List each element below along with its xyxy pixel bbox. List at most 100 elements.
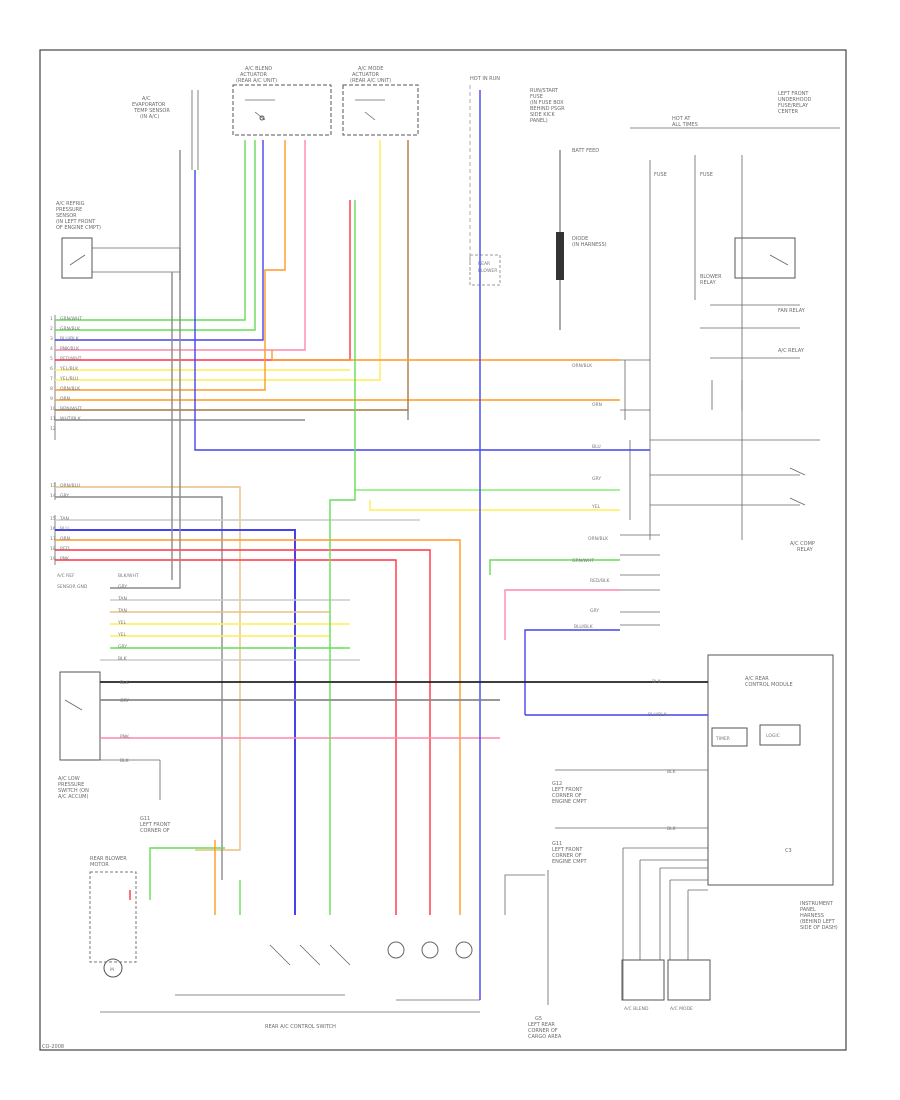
svg-text:GRY: GRY (120, 698, 129, 704)
svg-text:YEL: YEL (117, 620, 127, 626)
svg-text:TAN: TAN (117, 596, 127, 602)
svg-text:TAN: TAN (59, 516, 69, 522)
svg-text:GRY: GRY (590, 608, 599, 614)
wire-green (489, 559, 620, 575)
svg-text:CENTER: CENTER (778, 109, 799, 115)
svg-text:17: 17 (50, 536, 56, 542)
wire-labels: GRN/WHT GRN/BLK BLU/BLK PNK/BLK RED/WHT … (57, 316, 677, 832)
svg-text:BEHIND PSGR: BEHIND PSGR (530, 106, 565, 112)
wire-red (55, 559, 397, 915)
svg-text:FUSE: FUSE (530, 94, 543, 100)
wire-green (329, 200, 356, 915)
wire-green (55, 140, 256, 331)
svg-text:PANEL): PANEL) (530, 118, 548, 124)
svg-text:YEL: YEL (117, 632, 127, 638)
wire-set (55, 90, 708, 1000)
svg-text:REAR BLOWER: REAR BLOWER (90, 856, 127, 862)
svg-text:BLK/WHT: BLK/WHT (118, 573, 139, 579)
svg-text:HOT IN RUN: HOT IN RUN (470, 76, 500, 82)
left-lower-switch: A/C LOW PRESSURE SWITCH (ON A/C ACCUM) G… (58, 671, 708, 834)
svg-text:FUSE/RELAY: FUSE/RELAY (778, 103, 809, 109)
ground-notes: G12 LEFT FRONT CORNER OF ENGINE CMPT G11… (552, 769, 711, 1012)
right-module: A/C REAR CONTROL MODULE TIMER LOGIC C3 I… (707, 654, 838, 931)
svg-text:HARNESS: HARNESS (800, 913, 824, 919)
svg-text:BLU/BLK: BLU/BLK (574, 624, 594, 630)
svg-text:15: 15 (50, 516, 56, 522)
svg-text:PNK: PNK (120, 734, 130, 740)
svg-text:PANEL: PANEL (800, 907, 816, 913)
svg-text:BLU/BLK: BLU/BLK (60, 336, 80, 342)
svg-text:BLK: BLK (667, 826, 677, 832)
svg-text:6: 6 (50, 366, 53, 372)
svg-text:ORN: ORN (592, 402, 602, 408)
svg-text:REAR: REAR (478, 261, 490, 267)
svg-text:TIMER: TIMER (715, 736, 730, 742)
wire-pink (504, 589, 620, 640)
wire-red (55, 200, 351, 361)
svg-text:BLK: BLK (652, 679, 662, 685)
svg-text:BLOWER: BLOWER (700, 274, 722, 280)
left-sensor: A/C REFRIG PRESSURE SENSOR (IN LEFT FRON… (56, 201, 180, 279)
svg-text:BRN/WHT: BRN/WHT (60, 406, 82, 412)
svg-text:RELAY: RELAY (797, 547, 814, 553)
svg-text:16: 16 (50, 526, 56, 532)
svg-text:ORN/BLK: ORN/BLK (572, 363, 593, 369)
top-left-connector: A/C EVAPORATOR TEMP SENSOR (IN A/C) (132, 90, 199, 170)
svg-text:A/C REAR: A/C REAR (745, 676, 769, 682)
svg-text:HOT AT: HOT AT (672, 116, 691, 122)
wire-blue (55, 529, 296, 915)
svg-text:BLOWER: BLOWER (478, 268, 497, 274)
svg-text:A/C MODE: A/C MODE (670, 1006, 693, 1012)
svg-text:RED/BLK: RED/BLK (590, 578, 611, 584)
svg-text:(IN A/C): (IN A/C) (140, 114, 159, 120)
fuse-notes: RUN/START FUSE (IN FUSE BOX BEHIND PSGR … (530, 88, 565, 124)
svg-text:CO-2008: CO-2008 (42, 1044, 64, 1050)
svg-text:CARGO AREA: CARGO AREA (528, 1034, 562, 1040)
svg-text:ENGINE CMPT: ENGINE CMPT (552, 799, 588, 805)
svg-text:LEFT FRONT: LEFT FRONT (552, 847, 583, 853)
wire-yellow (369, 500, 620, 511)
svg-text:ACTUATOR: ACTUATOR (240, 72, 268, 78)
svg-text:CORNER OF: CORNER OF (552, 793, 582, 799)
svg-text:PNK: PNK (60, 556, 70, 562)
svg-text:3: 3 (50, 336, 53, 342)
svg-text:A/C MODE: A/C MODE (358, 66, 383, 72)
svg-text:18: 18 (50, 546, 56, 552)
svg-text:ORN: ORN (60, 396, 70, 402)
svg-text:11: 11 (50, 416, 56, 422)
svg-text:PRESSURE: PRESSURE (58, 782, 84, 788)
svg-text:RELAY: RELAY (700, 280, 717, 286)
blower-resistor: BATT FEED DIODE (IN HARNESS) (556, 148, 607, 330)
svg-text:14: 14 (50, 493, 56, 499)
svg-text:A/C LOW: A/C LOW (58, 776, 80, 782)
bottom-components: M REAR BLOWER MOTOR REAR A/C CONTROL SWI… (42, 856, 562, 1050)
svg-text:BLK: BLK (120, 680, 130, 686)
svg-text:SENSOR: SENSOR (56, 213, 77, 219)
svg-text:PNK/BLK: PNK/BLK (60, 346, 80, 352)
svg-text:A/C REF: A/C REF (57, 573, 75, 579)
svg-text:SENSOR GND: SENSOR GND (57, 584, 88, 590)
svg-text:CORNER OF: CORNER OF (552, 853, 582, 859)
wire-blue (524, 629, 620, 715)
svg-text:GRN/WHT: GRN/WHT (60, 316, 82, 322)
svg-text:ORN/BLK: ORN/BLK (588, 536, 609, 542)
svg-text:YEL/BLK: YEL/BLK (59, 366, 79, 372)
svg-text:12: 12 (50, 426, 56, 432)
svg-text:BLU: BLU (592, 444, 601, 450)
svg-text:RED: RED (60, 546, 70, 552)
svg-text:G11: G11 (140, 816, 150, 822)
svg-text:OF ENGINE CMPT): OF ENGINE CMPT) (56, 225, 101, 231)
svg-text:BLU: BLU (60, 526, 69, 532)
svg-text:A/C RELAY: A/C RELAY (778, 348, 805, 354)
svg-text:BLK: BLK (118, 656, 128, 662)
wire-pink (55, 140, 306, 351)
svg-text:G11: G11 (552, 841, 562, 847)
svg-text:A/C BLEND: A/C BLEND (624, 1006, 649, 1012)
wire-green (55, 140, 246, 321)
svg-text:13: 13 (50, 483, 56, 489)
svg-text:(IN HARNESS): (IN HARNESS) (572, 242, 607, 248)
svg-text:5: 5 (50, 356, 53, 362)
svg-text:SIDE KICK: SIDE KICK (530, 112, 555, 118)
svg-text:(IN FUSE BOX: (IN FUSE BOX (530, 100, 564, 106)
svg-text:GRY: GRY (60, 493, 69, 499)
